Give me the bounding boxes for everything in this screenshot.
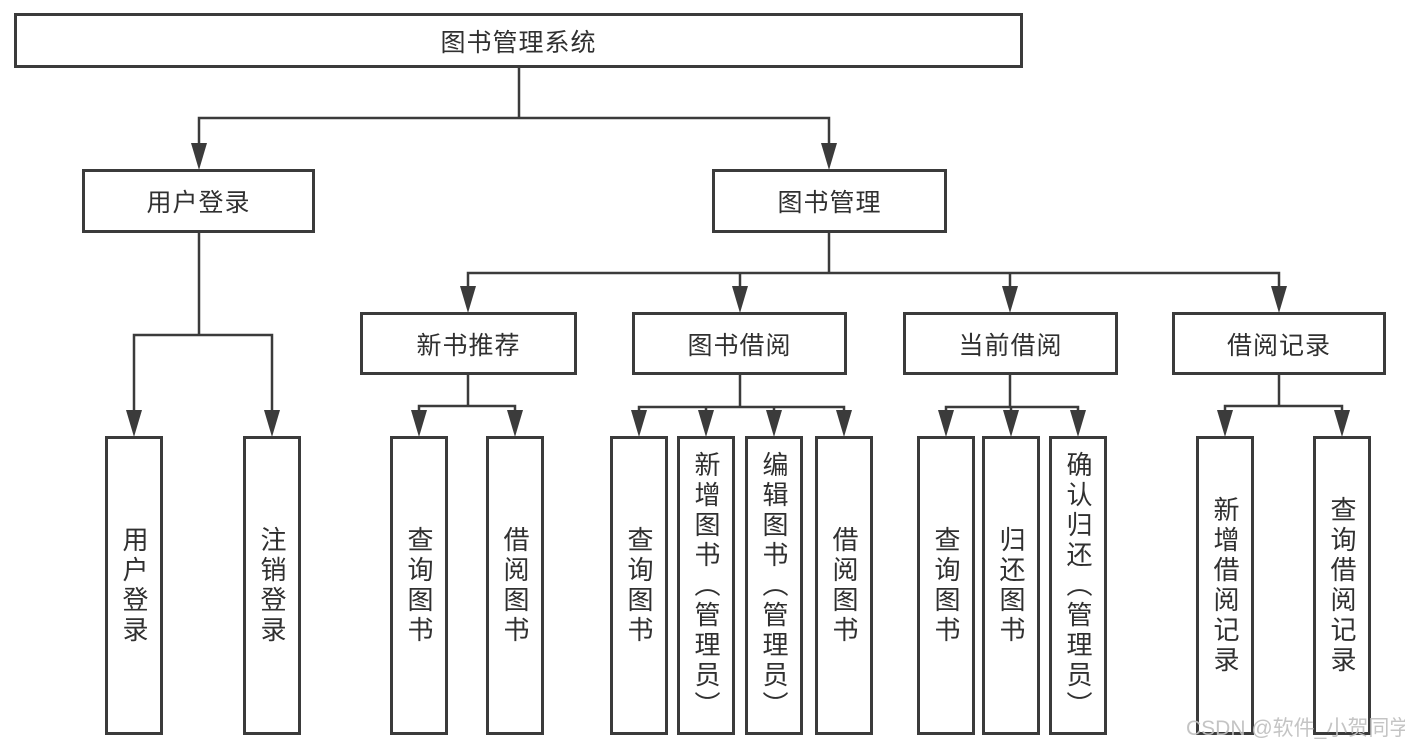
leaf-bb-borrow-book-label: 借阅图书 xyxy=(829,525,859,646)
leaf-user-login-label: 用户登录 xyxy=(119,525,149,646)
node-library-system-label: 图书管理系统 xyxy=(440,28,597,57)
arrowhead-icon xyxy=(1003,410,1019,437)
leaf-nb-query-book-label: 查询图书 xyxy=(404,525,434,646)
node-library-system: 图书管理系统 xyxy=(14,13,1023,68)
arrowheads xyxy=(126,143,1350,437)
node-book-borrow-label: 图书借阅 xyxy=(687,331,792,360)
arrowhead-icon xyxy=(460,286,476,313)
arrowhead-icon xyxy=(698,410,714,437)
connector-new-book-recommend xyxy=(417,373,517,430)
leaf-cb-query-book-label: 查询图书 xyxy=(931,525,961,646)
leaf-bb-edit-book-admin-label: 编辑图书（管理员） xyxy=(759,450,789,721)
leaf-cb-confirm-return-admin: 确认归还（管理员） xyxy=(1049,436,1107,735)
leaf-bb-query-book-label: 查询图书 xyxy=(624,525,654,646)
leaf-cb-return-book-label: 归还图书 xyxy=(996,525,1026,646)
arrowhead-icon xyxy=(264,410,280,437)
node-current-borrow: 当前借阅 xyxy=(903,312,1118,375)
connector-user-login xyxy=(132,231,274,430)
node-new-book-recommend-label: 新书推荐 xyxy=(416,331,521,360)
arrowhead-icon xyxy=(411,410,427,437)
node-book-management: 图书管理 xyxy=(712,169,947,233)
arrowhead-icon xyxy=(766,410,782,437)
node-user-login-label: 用户登录 xyxy=(146,189,251,217)
leaf-bb-edit-book-admin: 编辑图书（管理员） xyxy=(745,436,803,735)
leaf-bb-add-book-admin: 新增图书（管理员） xyxy=(677,436,735,735)
connector-book-management xyxy=(466,231,1281,306)
leaf-cb-confirm-return-admin-label: 确认归还（管理员） xyxy=(1063,450,1093,721)
node-borrow-record: 借阅记录 xyxy=(1172,312,1386,375)
leaf-user-login: 用户登录 xyxy=(105,436,163,735)
arrowhead-icon xyxy=(1271,286,1287,313)
watermark: CSDN @软件_小贺同学 xyxy=(1186,712,1405,742)
arrowhead-icon xyxy=(1002,286,1018,313)
arrowhead-icon xyxy=(732,286,748,313)
leaf-bb-query-book: 查询图书 xyxy=(610,436,668,735)
leaf-cb-query-book: 查询图书 xyxy=(917,436,975,735)
connector-borrow-record xyxy=(1223,373,1344,430)
node-book-management-label: 图书管理 xyxy=(777,189,882,217)
leaf-nb-query-book: 查询图书 xyxy=(390,436,448,735)
leaf-logout-label: 注销登录 xyxy=(257,525,287,646)
arrowhead-icon xyxy=(821,143,837,170)
watermark-text: CSDN @软件_小贺同学 xyxy=(1186,717,1405,740)
leaf-cb-return-book: 归还图书 xyxy=(982,436,1040,735)
leaf-br-query-record-label: 查询借阅记录 xyxy=(1327,495,1357,676)
node-user-login: 用户登录 xyxy=(82,169,315,233)
node-borrow-record-label: 借阅记录 xyxy=(1226,331,1331,360)
leaf-br-add-record: 新增借阅记录 xyxy=(1196,436,1254,735)
leaf-br-query-record: 查询借阅记录 xyxy=(1313,436,1371,735)
arrowhead-icon xyxy=(126,410,142,437)
node-new-book-recommend: 新书推荐 xyxy=(360,312,577,375)
connector-root xyxy=(197,66,831,162)
arrowhead-icon xyxy=(1070,410,1086,437)
leaf-br-add-record-label: 新增借阅记录 xyxy=(1210,495,1240,676)
node-current-borrow-label: 当前借阅 xyxy=(958,331,1063,360)
connector-book-borrow xyxy=(637,373,846,430)
arrowhead-icon xyxy=(938,410,954,437)
arrowhead-icon xyxy=(1334,410,1350,437)
leaf-nb-borrow-book: 借阅图书 xyxy=(486,436,544,735)
leaf-bb-borrow-book: 借阅图书 xyxy=(815,436,873,735)
leaf-nb-borrow-book-label: 借阅图书 xyxy=(500,525,530,646)
arrowhead-icon xyxy=(631,410,647,437)
arrowhead-icon xyxy=(191,143,207,170)
arrowhead-icon xyxy=(1217,410,1233,437)
arrowhead-icon xyxy=(836,410,852,437)
node-book-borrow: 图书借阅 xyxy=(632,312,847,375)
leaf-bb-add-book-admin-label: 新增图书（管理员） xyxy=(691,450,721,721)
arrowhead-icon xyxy=(507,410,523,437)
leaf-logout: 注销登录 xyxy=(243,436,301,735)
